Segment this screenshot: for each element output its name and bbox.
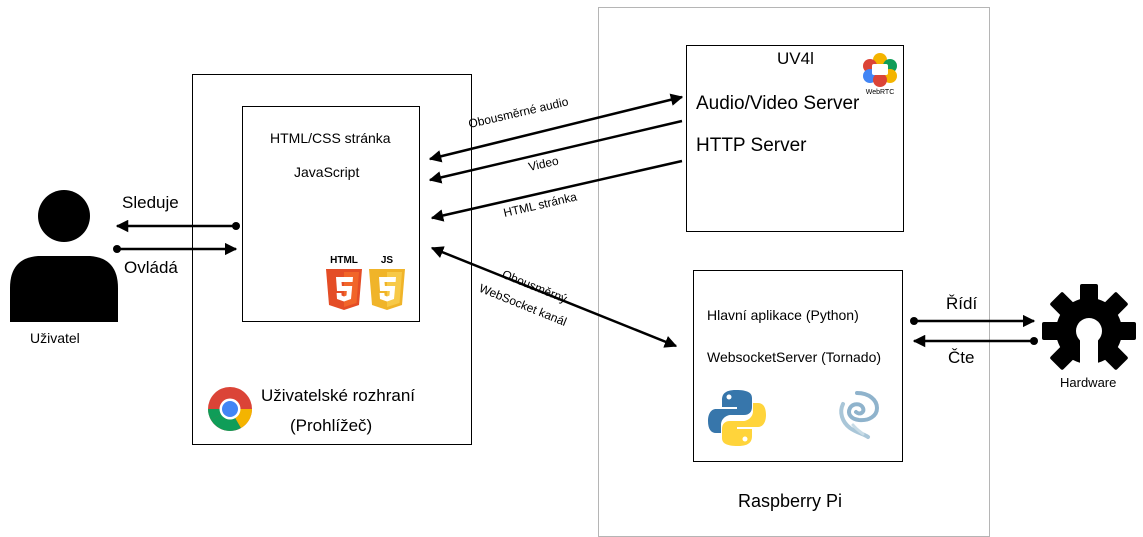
- watches-label: Sleduje: [122, 193, 179, 212]
- http-server-label: HTTP Server: [696, 135, 807, 156]
- user-icon: [10, 190, 118, 322]
- arrow-html-page: [430, 159, 683, 222]
- connectors-layer: [113, 93, 1038, 348]
- hardware-label: Hardware: [1060, 375, 1117, 390]
- arrow-websocket: [430, 246, 678, 348]
- websocket-server-label: WebsocketServer (Tornado): [707, 349, 882, 365]
- js-badge-text: JS: [381, 255, 394, 266]
- browser-subtitle: (Prohlížeč): [290, 416, 373, 435]
- html-css-page-label: HTML/CSS stránka: [270, 130, 391, 146]
- html5-badge-text: HTML: [330, 255, 358, 266]
- tornado-logo-icon: [839, 391, 880, 439]
- html5-logo-icon: HTML: [326, 255, 362, 310]
- webrtc-logo-icon: WebRTC: [863, 53, 897, 96]
- controls-label: Ovládá: [124, 258, 178, 277]
- python-logo-icon: [708, 390, 766, 446]
- raspberry-pi-label: Raspberry Pi: [738, 491, 843, 511]
- user-label: Uživatel: [30, 330, 80, 346]
- webrtc-badge-text: WebRTC: [866, 89, 895, 96]
- javascript-label: JavaScript: [294, 164, 360, 180]
- js-logo-icon: JS: [369, 255, 405, 310]
- arrow-audio: [428, 93, 684, 163]
- arrow-video: [428, 119, 683, 184]
- hardware-gear-icon: [1042, 284, 1136, 379]
- browser-title: Uživatelské rozhraní: [261, 386, 416, 405]
- controls-hw-label: Řídí: [946, 294, 978, 313]
- audio-video-server-label: Audio/Video Server: [696, 93, 860, 114]
- main-app-label: Hlavní aplikace (Python): [707, 307, 859, 323]
- uv4l-title: UV4l: [777, 49, 814, 68]
- chrome-browser-icon: [208, 387, 252, 431]
- reads-hw-label: Čte: [948, 348, 975, 367]
